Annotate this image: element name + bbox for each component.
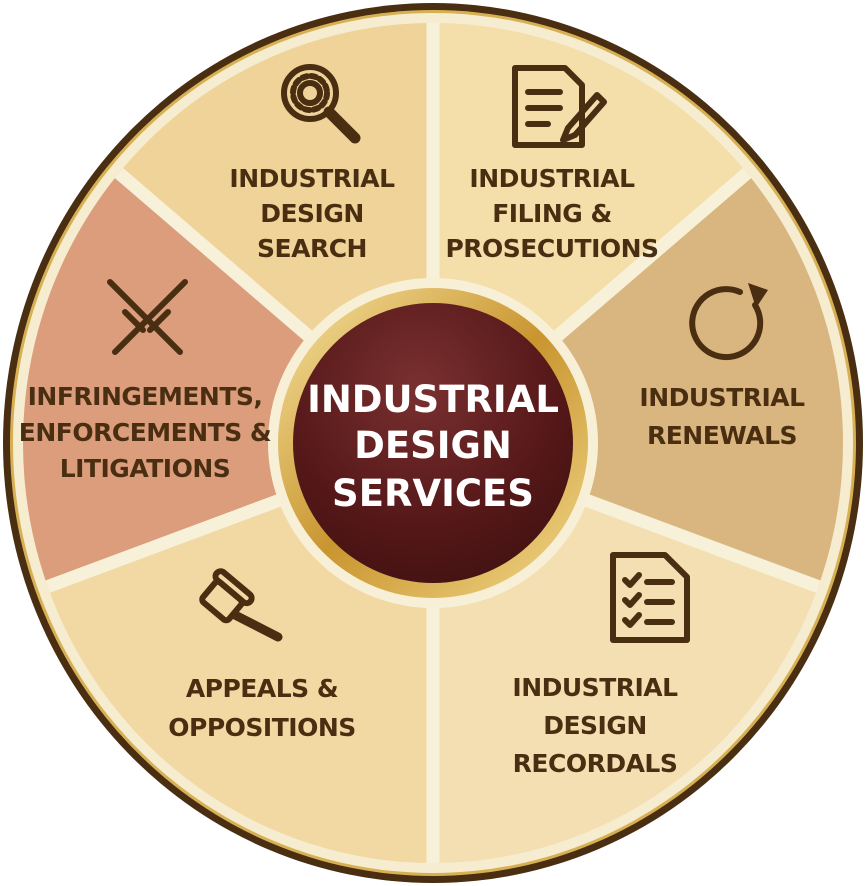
segment-filing[interactable]: INDUSTRIAL FILING & PROSECUTIONS (445, 65, 659, 263)
segment-label: INDUSTRIAL (229, 164, 395, 193)
center-title-line: SERVICES (332, 472, 534, 515)
center-title: INDUSTRIAL DESIGN SERVICES (307, 378, 559, 515)
segment-label: INDUSTRIAL (639, 383, 805, 412)
segment-search[interactable]: INDUSTRIAL DESIGN SEARCH (229, 64, 396, 263)
center-title-line: INDUSTRIAL (307, 378, 559, 421)
segment-label: LITIGATIONS (60, 454, 231, 483)
center-title-line: DESIGN (354, 424, 512, 467)
segment-label: DESIGN (260, 199, 364, 228)
document-pencil-icon (512, 65, 607, 148)
sector-infringements[interactable] (22, 173, 433, 587)
segment-label: RECORDALS (513, 749, 678, 778)
segment-label: SEARCH (257, 234, 367, 263)
segment-label: OPPOSITIONS (168, 713, 356, 742)
segment-label: INDUSTRIAL (512, 673, 678, 702)
segment-label: INDUSTRIAL (469, 164, 635, 193)
gavel-icon (199, 568, 283, 642)
sector-renewals[interactable] (433, 173, 844, 587)
segment-label: DESIGN (543, 711, 647, 740)
segment-label: INFRINGEMENTS, (28, 382, 263, 411)
segment-label: ENFORCEMENTS & (19, 418, 271, 447)
crossed-swords-icon (107, 279, 188, 355)
segment-label: PROSECUTIONS (445, 234, 658, 263)
center-hub (293, 303, 573, 583)
magnifier-gear-icon (281, 64, 361, 144)
segment-renewals[interactable]: INDUSTRIAL RENEWALS (639, 283, 806, 450)
segment-appeals[interactable]: APPEALS & OPPOSITIONS (168, 568, 356, 742)
segment-recordals[interactable]: INDUSTRIAL DESIGN RECORDALS (512, 552, 690, 778)
segment-label: APPEALS & (186, 674, 338, 703)
checklist-document-icon (610, 552, 690, 643)
refresh-icon (689, 283, 768, 361)
segment-label: RENEWALS (647, 421, 797, 450)
segment-label: FILING & (492, 199, 612, 228)
segment-infringements[interactable]: INFRINGEMENTS, ENFORCEMENTS & LITIGATION… (19, 279, 272, 483)
